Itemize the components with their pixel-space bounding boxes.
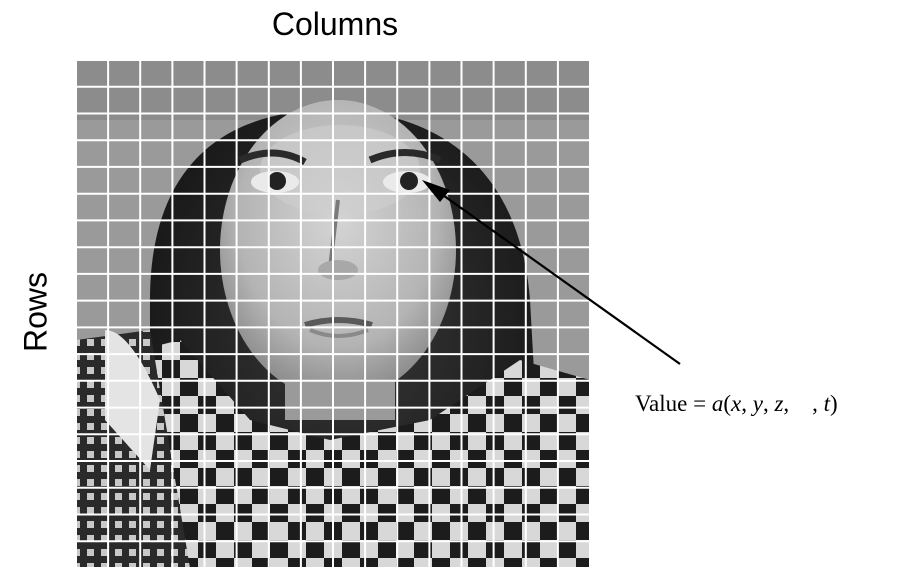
value-arrow xyxy=(422,180,681,365)
value-formula-label: Value = a(x, y, z, , t) xyxy=(635,391,838,416)
columns-label: Columns xyxy=(271,6,399,42)
pixel-grid xyxy=(75,59,591,569)
